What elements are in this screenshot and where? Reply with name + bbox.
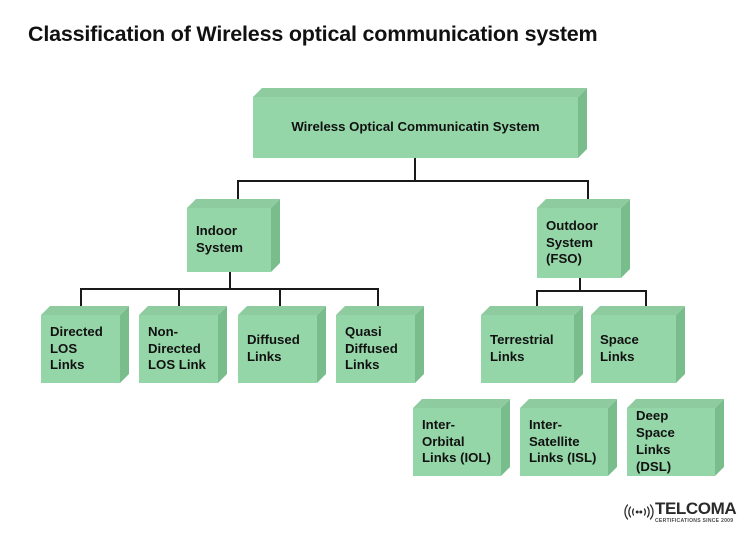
box-top-face bbox=[413, 399, 510, 408]
box-side-face bbox=[578, 88, 587, 158]
connector-indoor-child-1 bbox=[80, 288, 82, 315]
box-front-face bbox=[481, 315, 574, 383]
box-top-face bbox=[336, 306, 424, 315]
logo-brand: TELCOMA bbox=[655, 499, 737, 519]
box-top-face bbox=[591, 306, 685, 315]
box-side-face bbox=[608, 399, 617, 476]
node-terrestrial-links[interactable]: Terrestrial Links bbox=[481, 306, 583, 383]
node-diffused-links[interactable]: Diffused Links bbox=[238, 306, 326, 383]
box-front-face bbox=[537, 208, 621, 278]
node-non-directed-los-link[interactable]: Non- Directed LOS Link bbox=[139, 306, 227, 383]
box-front-face bbox=[336, 315, 415, 383]
node-label: Non- Directed LOS Link bbox=[148, 323, 206, 373]
node-quasi-diffused-links[interactable]: Quasi Diffused Links bbox=[336, 306, 424, 383]
connector-to-outdoor bbox=[587, 180, 589, 208]
connector-indoor-stem bbox=[229, 272, 231, 289]
box-front-face bbox=[238, 315, 317, 383]
connector-outdoor-child-2 bbox=[645, 290, 647, 315]
node-label: Inter- Satellite Links (ISL) bbox=[529, 416, 597, 466]
box-side-face bbox=[271, 199, 280, 272]
logo-tagline: CERTIFICATIONS SINCE 2009 bbox=[655, 517, 734, 524]
node-label: Inter- Orbital Links (IOL) bbox=[422, 416, 491, 466]
box-top-face bbox=[187, 199, 280, 208]
node-label: Quasi Diffused Links bbox=[345, 323, 398, 373]
box-front-face bbox=[187, 208, 271, 272]
node-label: Wireless Optical Communicatin System bbox=[291, 119, 540, 135]
node-root[interactable]: Wireless Optical Communicatin System bbox=[253, 88, 587, 158]
box-top-face bbox=[627, 399, 724, 408]
box-top-face bbox=[238, 306, 326, 315]
box-side-face bbox=[218, 306, 227, 383]
connector-root-trunk bbox=[414, 158, 416, 182]
connector-indoor-child-3 bbox=[279, 288, 281, 315]
box-top-face bbox=[253, 88, 587, 97]
node-inter-orbital-links[interactable]: Inter- Orbital Links (IOL) bbox=[413, 399, 510, 476]
box-front-face bbox=[41, 315, 120, 383]
connector-indoor-bar bbox=[80, 288, 379, 290]
node-label: Directed LOS Links bbox=[50, 323, 103, 373]
connector-outdoor-stem bbox=[579, 278, 581, 292]
box-front-face bbox=[591, 315, 676, 383]
connector-level2-bar bbox=[237, 180, 589, 182]
box-top-face bbox=[520, 399, 617, 408]
node-deep-space-links[interactable]: Deep Space Links (DSL) bbox=[627, 399, 724, 476]
node-label: Terrestrial Links bbox=[490, 332, 554, 364]
box-side-face bbox=[676, 306, 685, 383]
box-side-face bbox=[574, 306, 583, 383]
node-outdoor-system[interactable]: Outdoor System (FSO) bbox=[537, 199, 630, 278]
connector-indoor-child-2 bbox=[178, 288, 180, 315]
box-side-face bbox=[317, 306, 326, 383]
connector-outdoor-child-1 bbox=[536, 290, 538, 315]
connector-indoor-child-4 bbox=[377, 288, 379, 315]
page-title: Classification of Wireless optical commu… bbox=[28, 22, 598, 46]
box-top-face bbox=[481, 306, 583, 315]
box-side-face bbox=[715, 399, 724, 476]
box-top-face bbox=[41, 306, 129, 315]
node-directed-los-links[interactable]: Directed LOS Links bbox=[41, 306, 129, 383]
logo-wordmark: TELCOMA CERTIFICATIONS SINCE 2009 bbox=[655, 499, 737, 524]
node-space-links[interactable]: Space Links bbox=[591, 306, 685, 383]
box-top-face bbox=[139, 306, 227, 315]
box-front-face bbox=[520, 408, 608, 476]
box-front-face bbox=[413, 408, 501, 476]
box-side-face bbox=[621, 199, 630, 278]
box-front-face bbox=[139, 315, 218, 383]
box-side-face bbox=[120, 306, 129, 383]
box-side-face bbox=[415, 306, 424, 383]
box-side-face bbox=[501, 399, 510, 476]
node-label: Diffused Links bbox=[247, 332, 300, 364]
box-front-face bbox=[627, 408, 715, 476]
box-front-face bbox=[253, 97, 578, 158]
node-indoor-system[interactable]: Indoor System bbox=[187, 199, 280, 272]
node-label: Indoor System bbox=[196, 223, 243, 255]
connector-to-indoor bbox=[237, 180, 239, 208]
signal-wave-icon bbox=[624, 504, 654, 520]
node-inter-satellite-links[interactable]: Inter- Satellite Links (ISL) bbox=[520, 399, 617, 476]
node-label: Outdoor System (FSO) bbox=[546, 217, 599, 267]
telcoma-logo: TELCOMA CERTIFICATIONS SINCE 2009 bbox=[624, 498, 742, 526]
node-label: Space Links bbox=[600, 332, 639, 364]
node-label: Deep Space Links (DSL) bbox=[636, 408, 675, 474]
box-top-face bbox=[537, 199, 630, 208]
connector-outdoor-bar bbox=[536, 290, 647, 292]
